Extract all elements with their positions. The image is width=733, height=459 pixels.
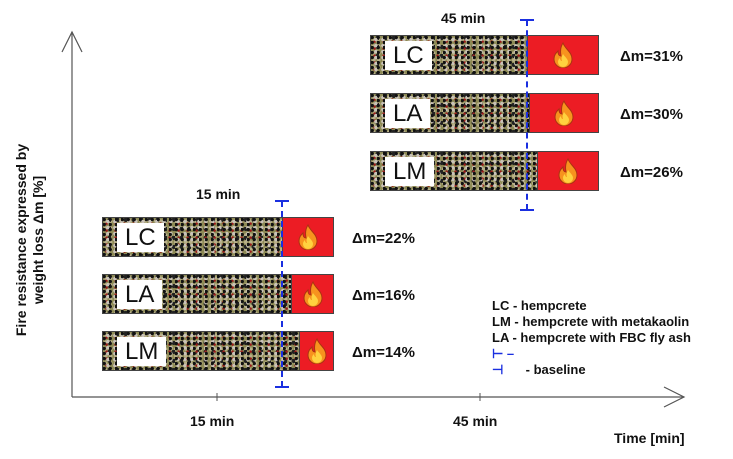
x-axis-label: Time [min]: [614, 430, 685, 446]
sample-label: LA: [117, 280, 163, 309]
sample-label: LM: [385, 157, 435, 186]
fire-zone: [282, 218, 333, 256]
group-time-label: 45 min: [441, 10, 486, 26]
baseline-15min: [281, 201, 283, 387]
sample-label: LM: [117, 337, 167, 366]
legend-item: LA - hempcrete with FBC fly ash: [492, 330, 691, 345]
fire-zone: [299, 332, 333, 370]
sample-bar: LC: [370, 35, 599, 75]
fire-icon: [302, 281, 323, 307]
sample-label: LC: [385, 41, 432, 70]
mass-loss-value: Δm=16%: [352, 287, 415, 304]
mass-loss-value: Δm=14%: [352, 344, 415, 361]
baseline-legend-icon: ⊢ – ⊣: [492, 346, 515, 377]
x-axis-arrow: [663, 386, 686, 408]
legend: LC - hempcrete LM - hempcrete with metak…: [492, 298, 691, 378]
legend-item: ⊢ – ⊣ - baseline: [492, 346, 691, 378]
fire-zone: [537, 152, 598, 190]
baseline-cap: [520, 209, 534, 211]
baseline-45min: [526, 20, 528, 210]
fire-zone: [529, 94, 598, 132]
baseline-cap: [275, 386, 289, 388]
mass-loss-value: Δm=22%: [352, 230, 415, 247]
y-label-line: Fire resistance expressed by: [13, 143, 29, 337]
sample-bar: LA: [370, 93, 599, 133]
fire-zone: [527, 36, 598, 74]
fire-icon: [558, 158, 578, 184]
y-axis-arrow: [61, 30, 83, 53]
legend-item: LM - hempcrete with metakaolin: [492, 314, 690, 329]
sample-bar: LA: [102, 274, 334, 314]
sample-label: LA: [385, 99, 431, 128]
mass-loss-value: Δm=31%: [620, 48, 683, 65]
fire-zone: [291, 275, 333, 313]
legend-baseline-label: - baseline: [525, 362, 586, 377]
mass-loss-value: Δm=30%: [620, 106, 683, 123]
x-tick-label: 15 min: [190, 413, 235, 429]
fire-icon: [554, 100, 574, 126]
sample-label: LC: [117, 223, 164, 252]
fire-icon: [298, 224, 318, 250]
sample-bar: LC: [102, 217, 334, 257]
fire-icon: [306, 338, 327, 364]
sample-bar: LM: [370, 151, 599, 191]
y-label-line: weight loss Δm [%]: [30, 175, 46, 305]
baseline-cap: [275, 200, 289, 202]
group-time-label: 15 min: [196, 186, 241, 202]
sample-bar: LM: [102, 331, 334, 371]
legend-item: LC - hempcrete: [492, 298, 587, 313]
fire-icon: [553, 42, 573, 68]
baseline-cap: [520, 19, 534, 21]
mass-loss-value: Δm=26%: [620, 164, 683, 181]
x-tick-label: 45 min: [453, 413, 498, 429]
